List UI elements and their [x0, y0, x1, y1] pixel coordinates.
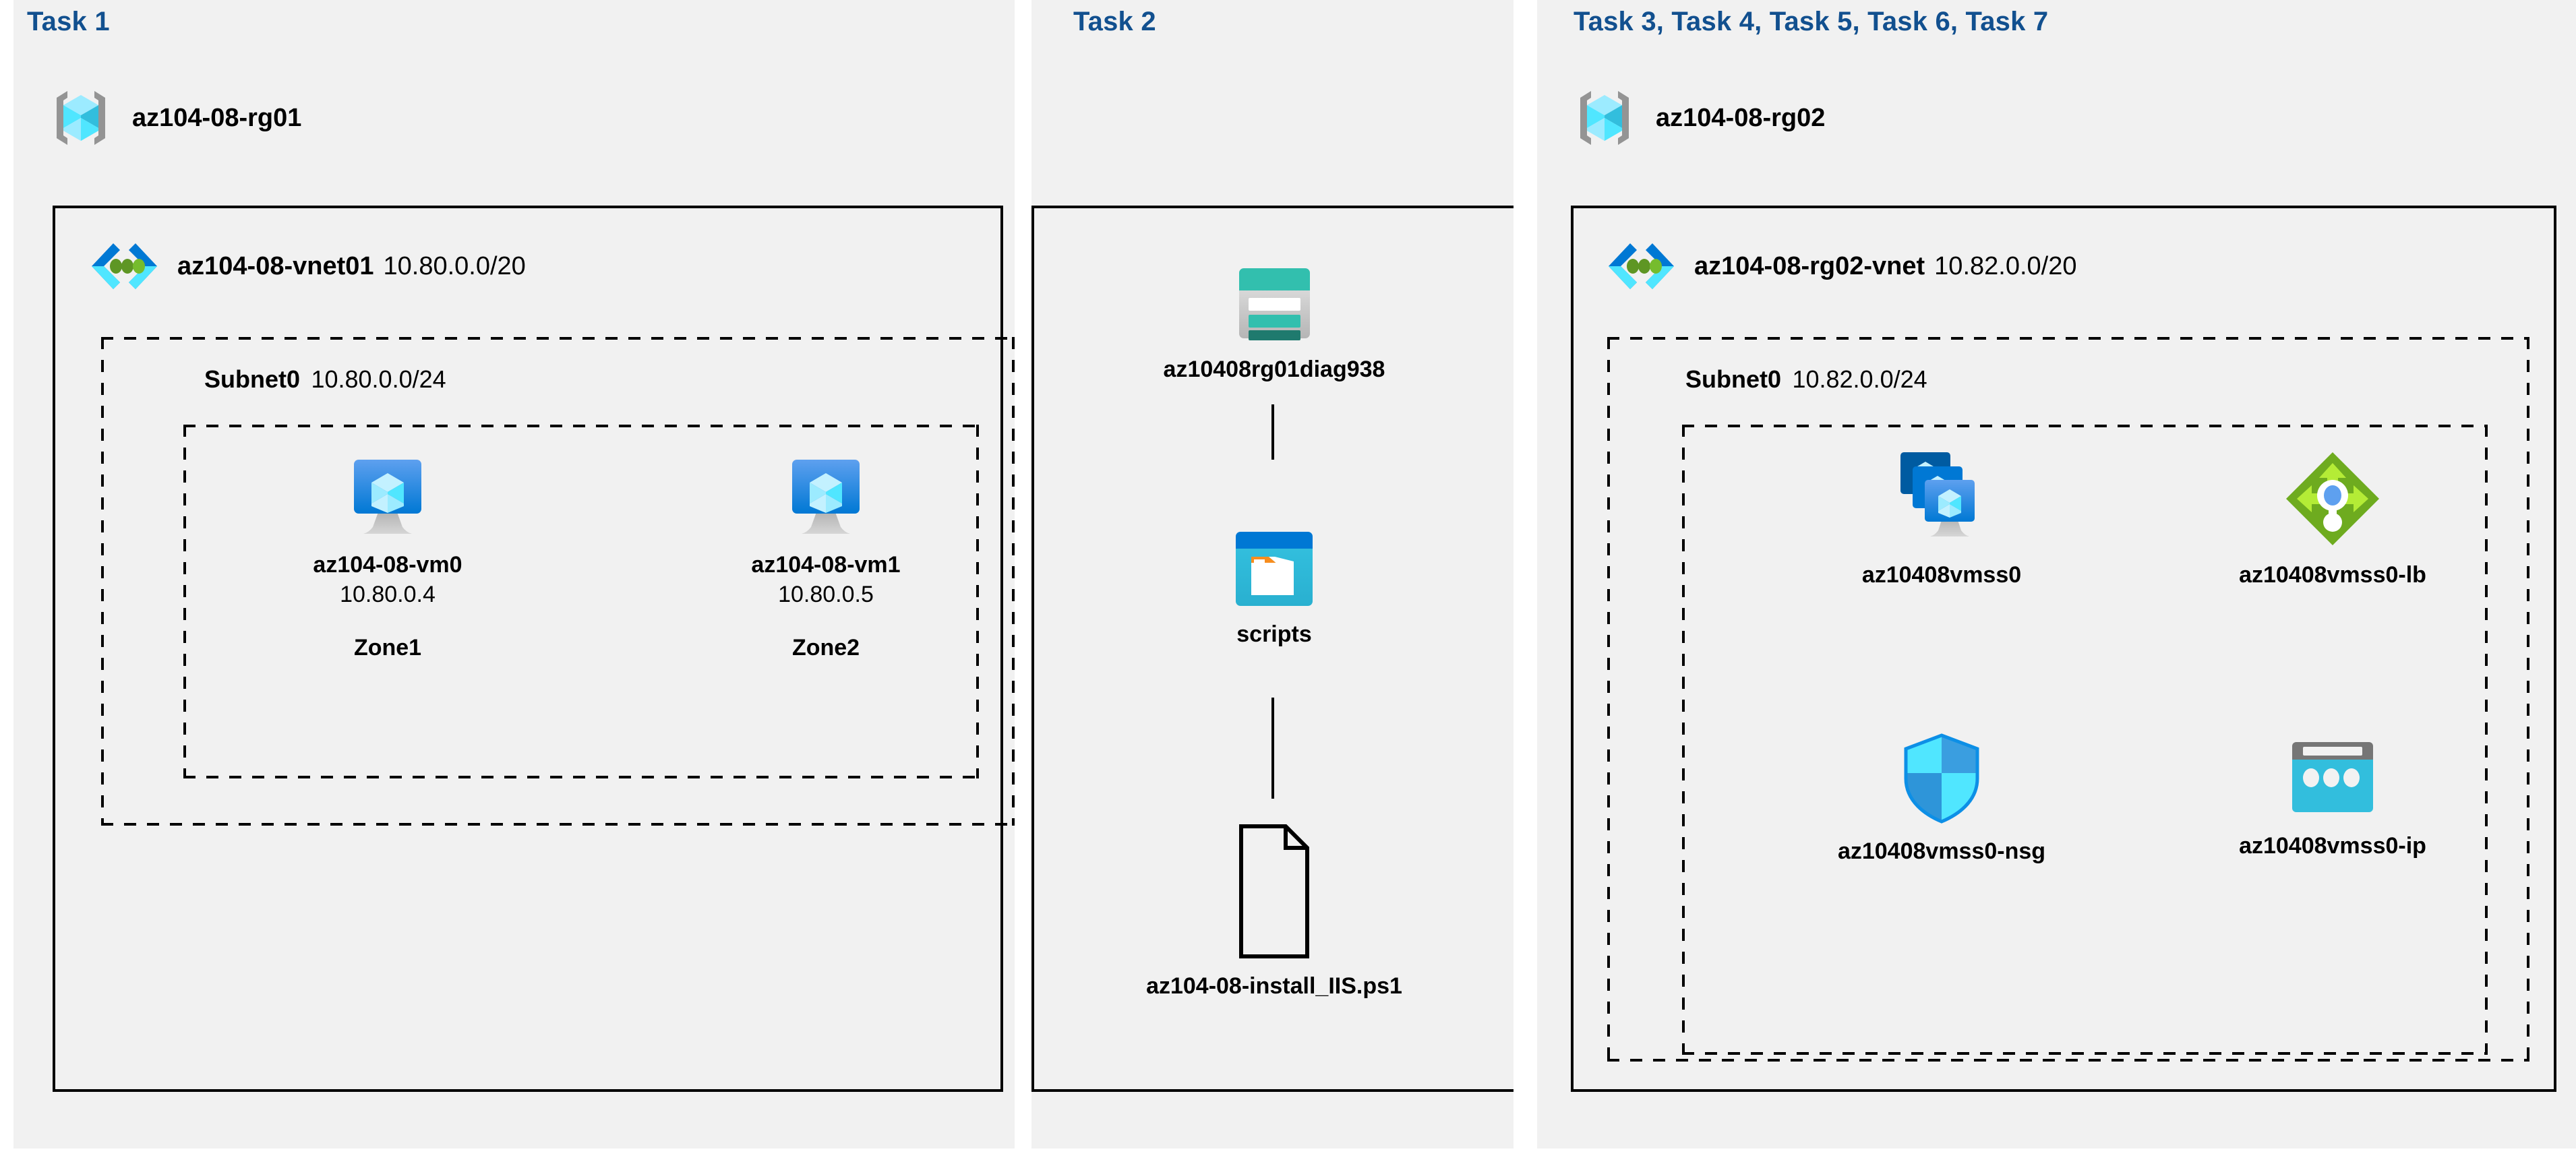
- public-ip-address-icon: [2288, 738, 2377, 820]
- task3to7-label: Task 3, Task 4, Task 5, Task 6, Task 7: [1574, 7, 2049, 36]
- task1-label: Task 1: [27, 7, 110, 36]
- connector-container-to-file: [1271, 698, 1274, 799]
- load-balancer-node[interactable]: az10408vmss0-lb: [2198, 448, 2467, 589]
- blob-container-icon: [1233, 529, 1315, 609]
- vm-zone: Zone2: [791, 634, 860, 661]
- virtual-network-icon: [89, 239, 160, 293]
- task3to7-resource-group: az104-08-rg02: [1571, 84, 1825, 152]
- vm-zone: Zone1: [353, 634, 422, 661]
- file-icon: [1230, 822, 1318, 960]
- vm-scale-set-icon: [1891, 448, 1992, 549]
- task1-subnet-header: Subnet0 10.80.0.0/24: [204, 365, 446, 394]
- task3to7-subnet-name: Subnet0: [1685, 365, 1782, 393]
- task1-resource-group-name: az104-08-rg01: [132, 103, 302, 132]
- blob-container-node[interactable]: scripts: [1173, 529, 1375, 648]
- vm-node[interactable]: az104-08-vm0 10.80.0.4 Zone1: [270, 453, 506, 661]
- public-ip-address-node[interactable]: az10408vmss0-ip: [2198, 738, 2467, 860]
- vm-ip: 10.80.0.4: [340, 581, 436, 607]
- task1-resource-group: az104-08-rg01: [47, 84, 301, 152]
- task3to7-resource-group-name: az104-08-rg02: [1656, 103, 1826, 132]
- task1-vnet-cidr: 10.80.0.0/20: [383, 251, 526, 280]
- resource-group-icon: [47, 84, 115, 152]
- task1-subnet-name: Subnet0: [204, 365, 301, 393]
- task3to7-vnet-header: az104-08-rg02-vnet 10.82.0.0/20: [1606, 239, 2076, 293]
- public-ip-address-name: az10408vmss0-ip: [2239, 833, 2426, 859]
- connector-storage-to-container: [1271, 404, 1274, 460]
- storage-account-icon: [1232, 263, 1317, 344]
- vm-name: az104-08-vm0: [313, 552, 462, 578]
- task3to7-vnet-cidr: 10.82.0.0/20: [1934, 251, 2077, 280]
- task1-vnet-header: az104-08-vnet01 10.80.0.0/20: [89, 239, 526, 293]
- file-name: az104-08-install_IIS.ps1: [1146, 973, 1402, 999]
- vm-scale-set-name: az10408vmss0: [1861, 562, 2022, 588]
- resource-group-icon: [1571, 84, 1638, 152]
- storage-account-node[interactable]: az10408rg01diag938: [1119, 263, 1429, 383]
- blob-container-name: scripts: [1236, 621, 1312, 647]
- vm-name: az104-08-vm1: [751, 552, 901, 578]
- load-balancer-icon: [2282, 448, 2383, 549]
- vm-scale-set-node[interactable]: az10408vmss0: [1807, 448, 2076, 589]
- task3to7-resource-group-box: [1682, 425, 2488, 1055]
- vm-ip: 10.80.0.5: [778, 581, 874, 607]
- network-security-group-icon: [1898, 731, 1985, 826]
- task3to7-vnet-name: az104-08-rg02-vnet: [1694, 251, 1925, 280]
- task1-vnet-name: az104-08-vnet01: [177, 251, 374, 280]
- network-security-group-node[interactable]: az10408vmss0-nsg: [1807, 731, 2076, 865]
- task3to7-vnet-box: [1571, 206, 2556, 1092]
- virtual-machine-icon: [783, 453, 869, 539]
- file-node[interactable]: az104-08-install_IIS.ps1: [1146, 822, 1402, 1000]
- load-balancer-name: az10408vmss0-lb: [2239, 562, 2426, 588]
- vm-node[interactable]: az104-08-vm1 10.80.0.5 Zone2: [708, 453, 944, 661]
- task2-label: Task 2: [1073, 7, 1156, 36]
- task1-subnet-cidr: 10.80.0.0/24: [311, 365, 446, 393]
- task3to7-subnet-header: Subnet0 10.82.0.0/24: [1685, 365, 1927, 394]
- storage-account-name: az10408rg01diag938: [1163, 357, 1385, 382]
- task3to7-subnet-cidr: 10.82.0.0/24: [1792, 365, 1927, 393]
- virtual-machine-icon: [345, 453, 431, 539]
- virtual-network-icon: [1606, 239, 1677, 293]
- task2-content-box: [1031, 206, 1514, 1092]
- network-security-group-name: az10408vmss0-nsg: [1837, 838, 2046, 864]
